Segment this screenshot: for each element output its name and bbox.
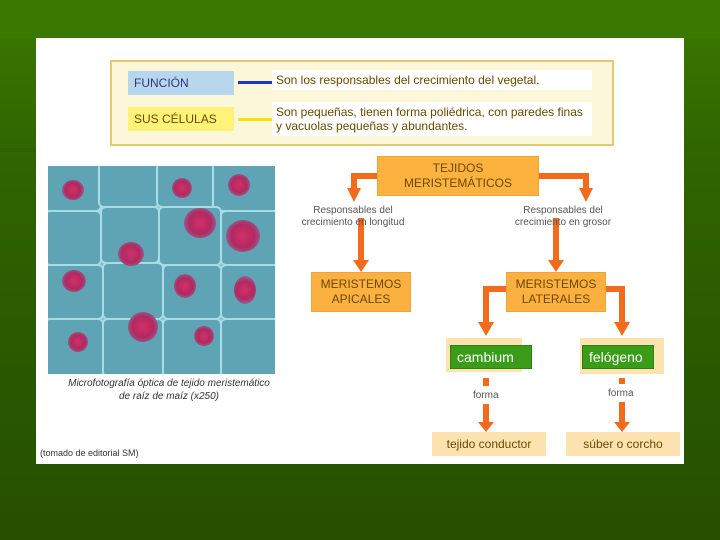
nucleus [172,178,192,198]
arrowhead [579,188,593,202]
felogeno-label: felógeno [582,345,654,369]
nucleus [174,274,196,298]
photo-source: (tomado de editorial SM) [40,448,139,458]
celulas-label: SUS CÉLULAS [128,107,234,131]
note-longitud: Responsables del crecimiento en longitud [301,205,405,228]
arrowhead [347,188,361,202]
nucleus [184,208,216,238]
suber-corcho-box: súber o corcho [566,432,680,456]
cell [220,318,275,374]
note-grosor: Responsables del crecimiento en grosor [514,205,612,228]
arrowhead [614,322,630,336]
meristemos-apicales-box: MERISTEMOS APICALES [311,272,411,312]
nucleus [62,180,84,200]
arrowhead [353,260,369,272]
meristem-micrograph [48,166,275,374]
branch-left [351,173,377,192]
cell [162,318,222,374]
arrowhead [478,322,494,336]
funcion-label: FUNCIÓN [128,71,234,95]
info-box: FUNCIÓN Son los responsables del crecimi… [110,60,614,146]
nucleus [228,174,250,196]
nucleus [194,326,214,346]
forma-label-2: forma [608,388,634,399]
nucleus [68,332,88,352]
nucleus [128,312,158,342]
branch-felogeno [606,286,625,322]
photo-caption: Microfotografía óptica de tejido meriste… [68,378,270,402]
arrowhead [548,260,564,272]
left-accent [0,148,36,152]
cell [98,166,160,208]
nucleus [62,270,86,292]
slide: FUNCIÓN Son los responsables del crecimi… [36,38,684,464]
nucleus [118,242,144,266]
branch-cambium [483,286,506,322]
forma-label-1: forma [473,390,499,401]
tejido-conductor-box: tejido conductor [432,432,546,456]
tejidos-meristematicos-box: TEJIDOS MERISTEMÁTICOS [377,156,539,196]
arrowhead [614,422,630,432]
nucleus [226,220,260,252]
nucleus [234,276,256,304]
celulas-text: Son pequeñas, tienen forma poliédrica, c… [272,102,592,136]
funcion-text: Son los responsables del crecimiento del… [272,70,592,90]
cambium-label: cambium [450,345,532,369]
meristemos-laterales-box: MERISTEMOS LATERALES [506,272,606,312]
top-stripe [0,0,720,38]
branch-right [539,173,589,192]
celulas-connector-line [238,118,274,121]
funcion-connector-line [238,81,274,84]
diagram-arrows [347,173,630,432]
arrowhead [478,422,494,432]
